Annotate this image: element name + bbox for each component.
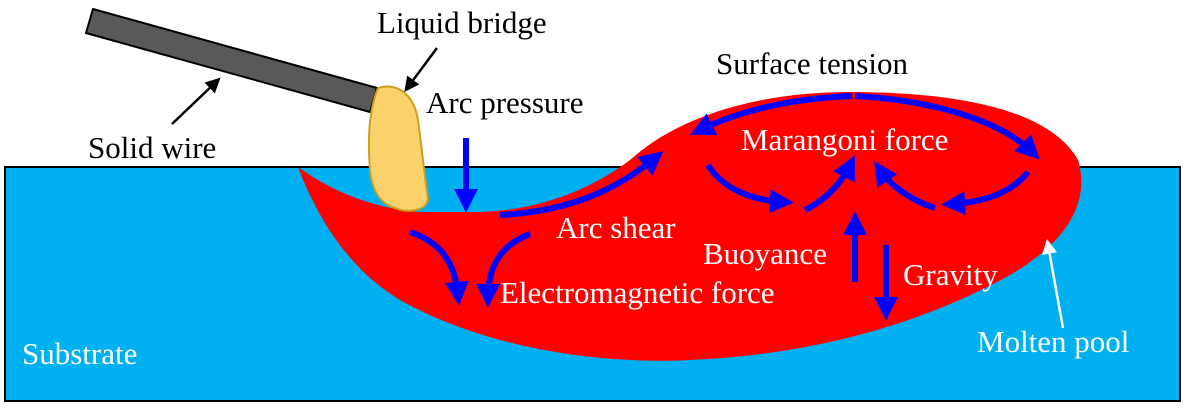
marangoni-arrow-center-left — [803, 155, 855, 213]
liquid-bridge-pointer — [404, 47, 439, 93]
label-molten-pool: Molten pool — [977, 324, 1129, 359]
label-substrate: Substrate — [22, 336, 137, 371]
label-buoyance: Buoyance — [703, 236, 827, 271]
label-arc-pressure: Arc pressure — [426, 85, 584, 120]
marangoni-arrow-lower-left — [705, 163, 794, 214]
label-solid-wire: Solid wire — [88, 130, 216, 165]
solid-wire-pointer — [171, 77, 221, 125]
surface-tension-arrow-right — [854, 93, 1040, 160]
force-arrows — [409, 93, 1040, 321]
marangoni-arrow-lower-right — [941, 170, 1031, 216]
label-surface-tension: Surface tension — [716, 46, 908, 81]
electromagnetic-arrow-left — [409, 229, 469, 306]
label-marangoni-force: Marangoni force — [741, 122, 948, 157]
arc-shear-arrow — [499, 151, 664, 218]
marangoni-arrow-center-right — [874, 161, 936, 211]
label-electromagnetic-force: Electromagnetic force — [500, 275, 775, 310]
label-arc-shear: Arc shear — [556, 210, 676, 245]
surface-tension-arrow-left — [690, 93, 853, 135]
label-liquid-bridge: Liquid bridge — [377, 5, 547, 40]
solid-wire-rod — [84, 7, 379, 114]
electromagnetic-arrow-right — [476, 231, 532, 308]
liquid-bridge-droplet — [367, 85, 430, 212]
label-gravity: Gravity — [903, 257, 998, 292]
molten-pool-pointer — [1042, 238, 1065, 329]
